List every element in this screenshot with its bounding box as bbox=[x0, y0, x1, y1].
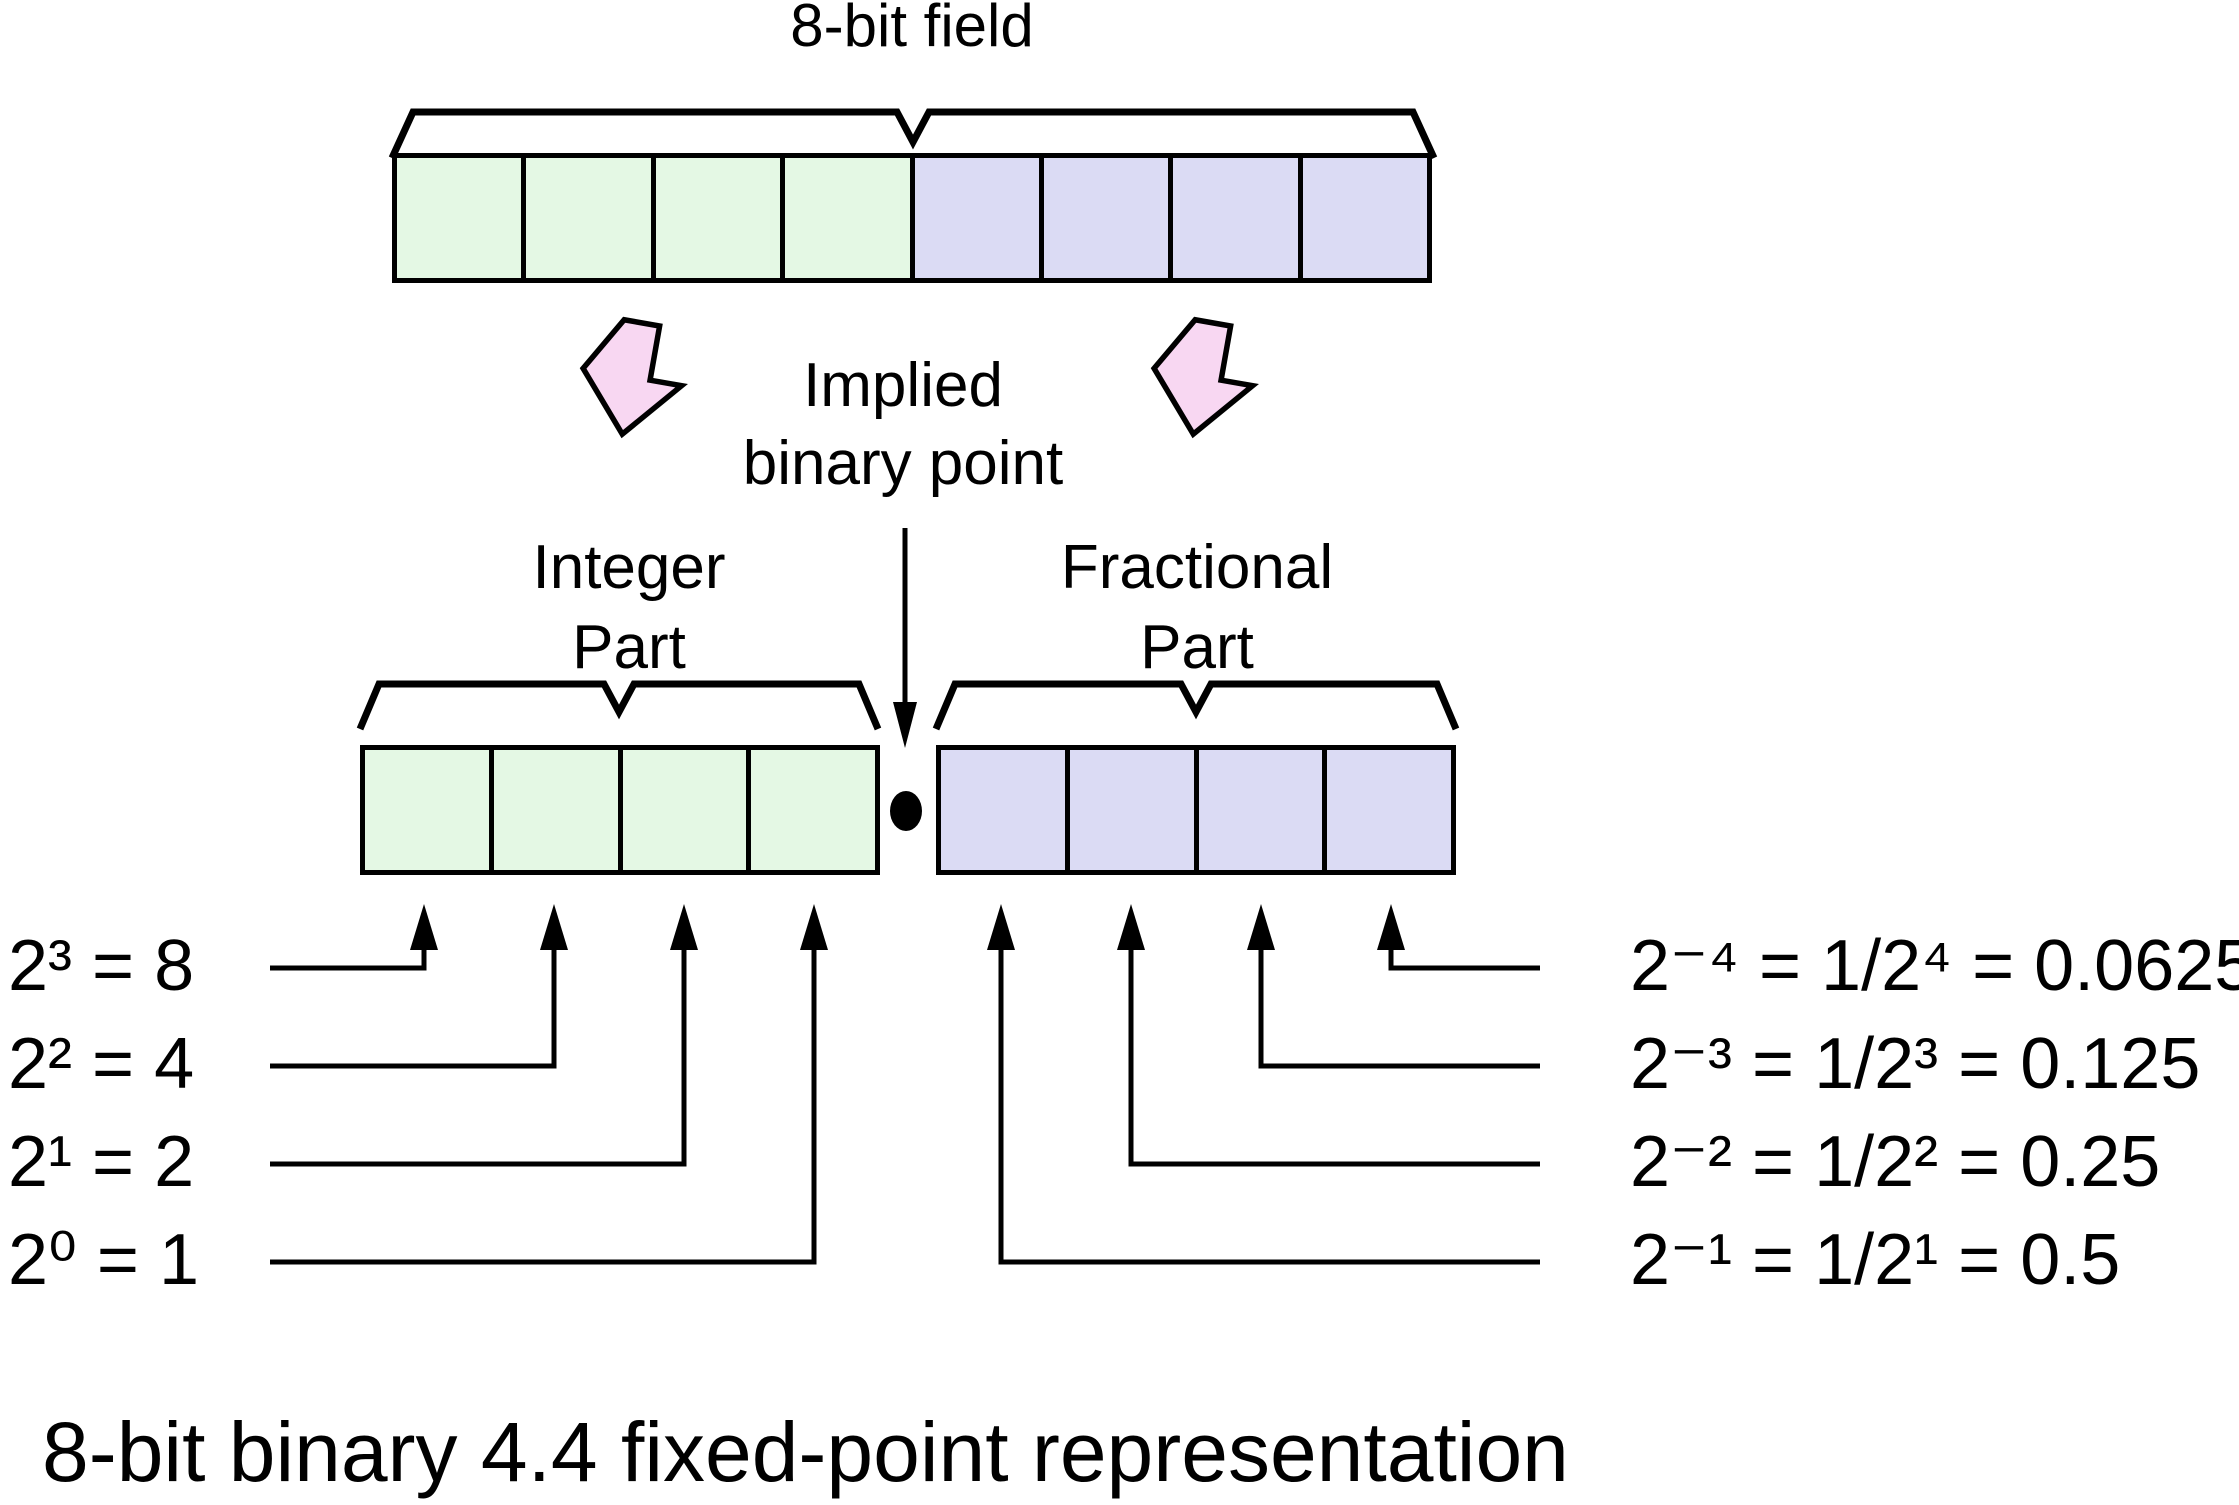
down-arrow-icon bbox=[1150, 316, 1259, 439]
implied-binary-point-label: Implied binary point bbox=[653, 347, 1153, 503]
integer-part-label: Integer Part bbox=[532, 533, 726, 682]
up-arrow-icon bbox=[1377, 904, 1405, 950]
weight-label-1: 2⁰ = 1 bbox=[8, 1220, 200, 1300]
up-arrow-icon bbox=[800, 904, 828, 950]
up-arrow-icon bbox=[670, 904, 698, 950]
bit-cell bbox=[622, 750, 752, 870]
up-arrow-icon bbox=[1117, 904, 1145, 950]
weight-label-0-5: 2⁻¹ = 1/2¹ = 0.5 bbox=[1630, 1220, 2121, 1300]
bit-cell bbox=[1069, 750, 1199, 870]
binary-point-arrow bbox=[893, 528, 917, 748]
weight-label-0-0625: 2⁻⁴ = 1/2⁴ = 0.0625 bbox=[1630, 926, 2239, 1006]
bit-cell bbox=[751, 750, 875, 870]
implied-binary-point-line2: binary point bbox=[742, 429, 1064, 498]
bit-cell bbox=[1302, 158, 1427, 278]
weight-label-0-125: 2⁻³ = 1/2³ = 0.125 bbox=[1630, 1024, 2201, 1104]
weight-connector-0-125 bbox=[1247, 904, 1540, 1069]
bit-cell bbox=[493, 750, 623, 870]
bit-cell bbox=[1198, 750, 1328, 870]
weight-label-8: 2³ = 8 bbox=[8, 926, 195, 1006]
bit-cell bbox=[1173, 158, 1303, 278]
up-arrow-icon bbox=[1247, 904, 1275, 950]
fraction-bit-row bbox=[936, 745, 1456, 875]
weight-connector-1 bbox=[270, 904, 828, 1265]
weight-connector-0-0625 bbox=[1377, 904, 1540, 971]
bit-cell bbox=[655, 158, 786, 278]
weight-label-2: 2¹ = 2 bbox=[8, 1122, 195, 1202]
bit-cell bbox=[914, 158, 1044, 278]
bit-cell bbox=[1043, 158, 1174, 278]
up-arrow-icon bbox=[410, 904, 438, 950]
top-bit-row bbox=[392, 153, 1432, 283]
weight-connector-8 bbox=[270, 904, 438, 971]
bit-cell bbox=[1327, 750, 1451, 870]
weight-connector-0-5 bbox=[987, 904, 1540, 1265]
bit-cell bbox=[941, 750, 1070, 870]
diagram-caption: 8-bit binary 4.4 fixed-point representat… bbox=[42, 1405, 1569, 1499]
integer-bit-row bbox=[360, 745, 880, 875]
weight-label-4: 2² = 4 bbox=[8, 1024, 195, 1104]
weight-connector-0-25 bbox=[1117, 904, 1540, 1167]
bit-cell bbox=[526, 158, 656, 278]
weight-label-0-25: 2⁻² = 1/2² = 0.25 bbox=[1630, 1122, 2161, 1202]
integer-part-brace bbox=[356, 680, 882, 731]
weight-connector-4 bbox=[270, 904, 568, 1069]
up-arrow-icon bbox=[540, 904, 568, 950]
fractional-part-brace bbox=[932, 680, 1460, 731]
binary-point-dot bbox=[890, 791, 922, 831]
bit-cell bbox=[397, 158, 527, 278]
eight-bit-field-brace bbox=[388, 108, 1438, 160]
implied-binary-point-line1: Implied bbox=[803, 351, 1003, 420]
bit-cell bbox=[365, 750, 494, 870]
up-arrow-icon bbox=[987, 904, 1015, 950]
fractional-part-label: Fractional Part bbox=[1060, 533, 1334, 682]
field-title: 8-bit field bbox=[790, 0, 1034, 59]
weight-connector-2 bbox=[270, 904, 698, 1167]
bit-cell bbox=[785, 158, 915, 278]
